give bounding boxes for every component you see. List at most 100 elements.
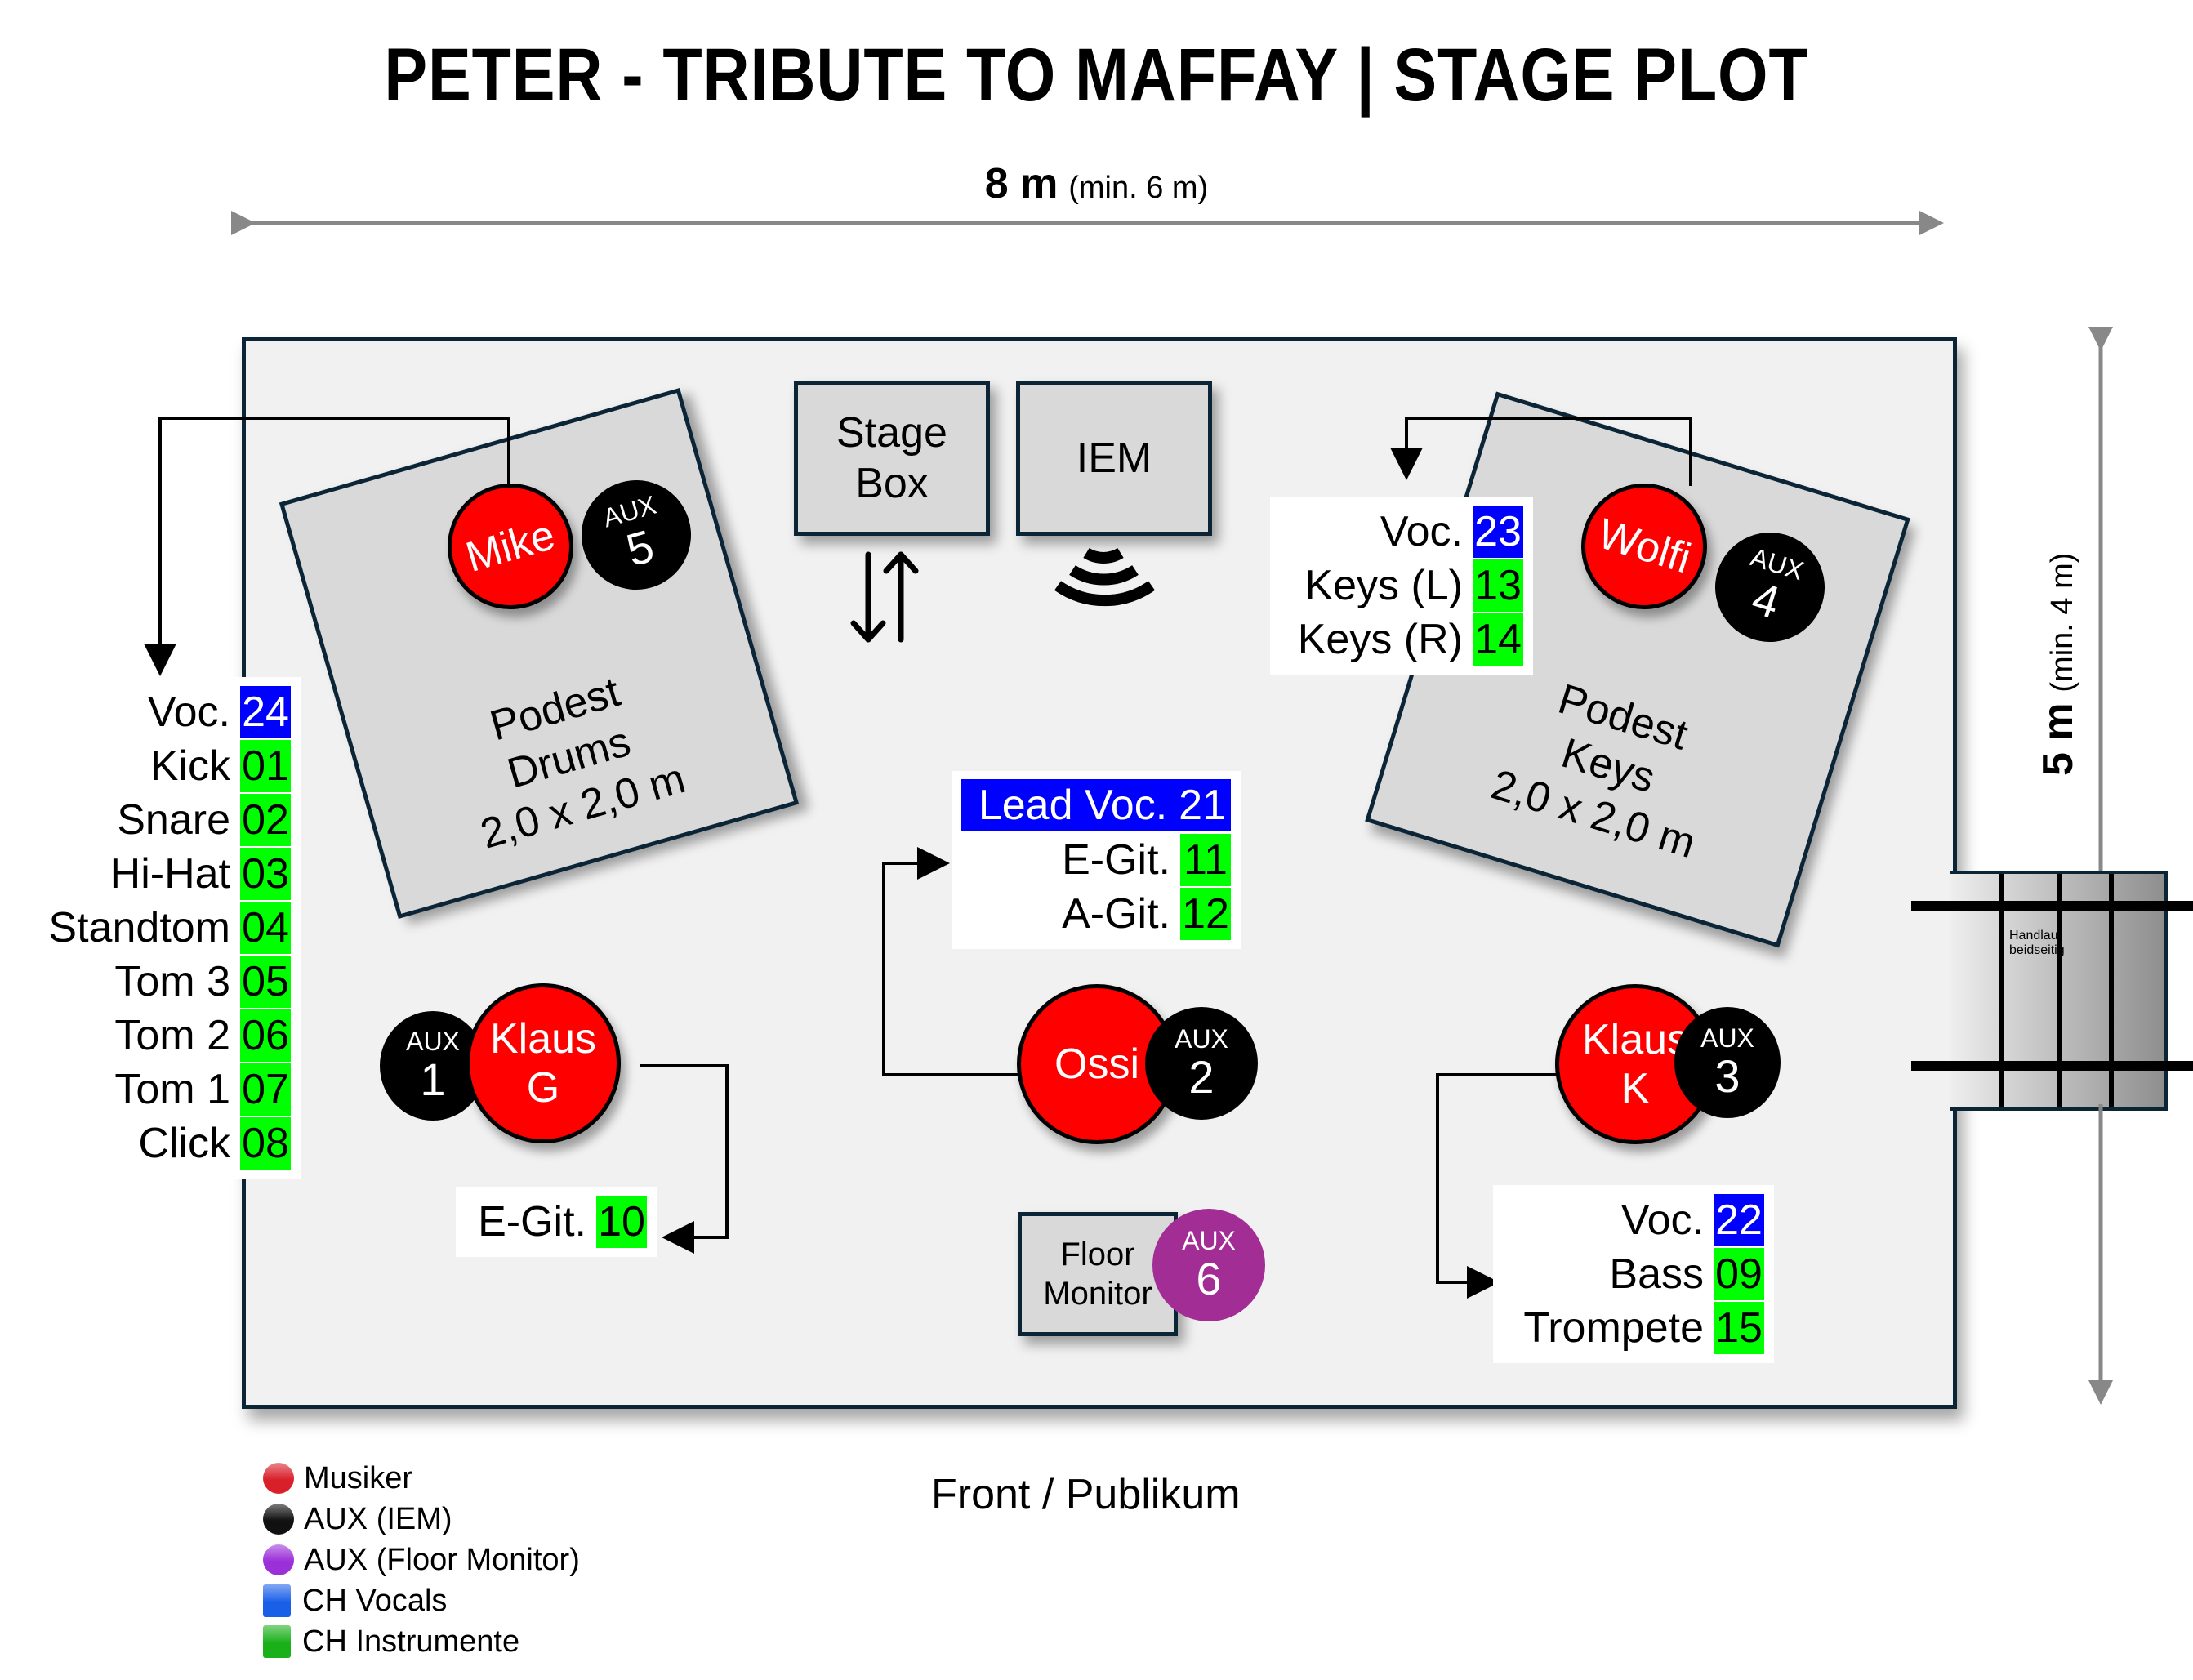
handrail-bar-bottom xyxy=(1911,1061,2193,1071)
channel-name: Voc. xyxy=(1620,1196,1704,1244)
aux-label: AUX xyxy=(406,1027,460,1056)
channel-name: Tom 3 xyxy=(114,958,230,1005)
channel-name: E-Git. xyxy=(478,1198,586,1246)
legend-label: AUX (Floor Monitor) xyxy=(304,1542,580,1577)
musician-initial: G xyxy=(526,1064,560,1112)
musician-initial: K xyxy=(1620,1065,1650,1112)
connector-wolfi-channels xyxy=(1390,417,1692,486)
stairs-handrail xyxy=(1950,871,2168,1111)
channel-number-instrument: 12 xyxy=(1180,888,1231,940)
channel-number-instrument: 04 xyxy=(240,902,291,954)
musician-name: Mike xyxy=(461,510,560,582)
channel-name: Lead Voc. xyxy=(978,782,1168,829)
musician-name: Wolfi xyxy=(1592,510,1696,583)
transfer-arrows-icon xyxy=(850,551,919,643)
channel-name: Voc. xyxy=(1380,508,1463,555)
floor-monitor-label-line1: Floor xyxy=(1060,1237,1135,1272)
channel-number-vocal: 24 xyxy=(240,686,291,738)
channel-name: Kick xyxy=(149,742,230,790)
channel-name: Keys (R) xyxy=(1297,616,1463,663)
legend-item: CH Instrumente xyxy=(263,1621,580,1662)
channel-name: Keys (L) xyxy=(1304,562,1463,609)
channel-number-instrument: 07 xyxy=(240,1063,291,1116)
legend-square-icon xyxy=(263,1584,291,1617)
aux-number: 1 xyxy=(420,1054,446,1105)
channel-number-instrument: 13 xyxy=(1473,559,1523,612)
aux-number: 4 xyxy=(1746,572,1786,629)
legend-circle-icon xyxy=(263,1544,294,1575)
channel-number-instrument: 05 xyxy=(240,956,291,1008)
stair-step-divider xyxy=(2057,874,2062,1107)
iem-label: IEM xyxy=(1076,434,1152,482)
connector-klaus-g-channels xyxy=(640,1064,729,1254)
channel-name: Tom 1 xyxy=(114,1066,230,1113)
floor-monitor: Floor Monitor xyxy=(1018,1212,1178,1336)
channel-name: Bass xyxy=(1609,1250,1704,1298)
connector-ossi-channels xyxy=(882,847,1021,1076)
legend-label: CH Vocals xyxy=(302,1583,448,1618)
legend-label: Musiker xyxy=(304,1460,413,1495)
aux-number: 3 xyxy=(1714,1050,1741,1102)
stage-width-min: (min. 6 m) xyxy=(1068,171,1209,205)
musician-name: Ossi xyxy=(1054,1041,1139,1088)
musician-klaus-g: Klaus G xyxy=(466,983,621,1143)
aux-label: AUX xyxy=(1700,1023,1754,1053)
channel-number-instrument: 01 xyxy=(240,740,291,792)
aux-number: 2 xyxy=(1188,1051,1215,1103)
aux-label: AUX xyxy=(1175,1024,1228,1054)
aux-number: 5 xyxy=(620,519,660,577)
front-audience-label: Front / Publikum xyxy=(931,1471,1241,1518)
channel-row: A-Git.12 xyxy=(961,887,1231,941)
floor-monitor-label-line2: Monitor xyxy=(1043,1276,1152,1312)
channel-name: Voc. xyxy=(147,688,230,736)
stage-box-label-line2: Box xyxy=(855,460,929,507)
handrail-label: Handlauf beidseitig xyxy=(2009,929,2184,958)
channel-number-vocal: 23 xyxy=(1473,506,1523,558)
channel-number-instrument: 10 xyxy=(596,1196,647,1248)
stage-box: Stage Box xyxy=(794,381,990,536)
legend-label: AUX (IEM) xyxy=(304,1501,452,1536)
legend-item: Musiker xyxy=(263,1458,580,1499)
channel-number-instrument: 06 xyxy=(240,1009,291,1062)
channel-number-instrument: 15 xyxy=(1714,1302,1764,1354)
legend-item: AUX (IEM) xyxy=(263,1499,580,1540)
musician-name: Klaus xyxy=(489,1015,597,1063)
channel-list-klaus-g: E-Git.10 xyxy=(456,1187,657,1257)
handrail-label-line2: beidseitig xyxy=(2009,943,2065,957)
iem-transmitter: IEM xyxy=(1016,381,1212,536)
legend-item: AUX (Floor Monitor) xyxy=(263,1540,580,1580)
channel-number-instrument: 14 xyxy=(1473,613,1523,666)
legend-circle-icon xyxy=(263,1504,294,1535)
musician-ossi: Ossi xyxy=(1017,984,1177,1144)
channel-name: Click xyxy=(138,1120,230,1167)
legend-label: CH Instrumente xyxy=(302,1624,520,1659)
connector-mike-channels xyxy=(144,417,510,676)
stage-width-label: 8 m (min. 6 m) xyxy=(0,159,2193,208)
musician-mike: Mike xyxy=(448,484,573,609)
handrail-label-line1: Handlauf xyxy=(2009,929,2062,942)
aux-label: AUX xyxy=(1182,1226,1236,1255)
legend-square-icon xyxy=(263,1625,291,1658)
musician-name: Klaus xyxy=(1581,1016,1689,1063)
page-title: PETER - TRIBUTE TO MAFFAY | STAGE PLOT xyxy=(384,33,1809,117)
legend-circle-icon xyxy=(263,1463,294,1494)
channel-name: E-Git. xyxy=(1062,836,1170,884)
connector-klaus-k-channels xyxy=(1436,1073,1558,1299)
stage-box-label-line1: Stage xyxy=(836,409,947,457)
channel-number-instrument: 08 xyxy=(240,1117,291,1170)
channel-name: Hi-Hat xyxy=(109,850,230,898)
channel-number-instrument: 03 xyxy=(240,848,291,900)
legend-item: CH Vocals xyxy=(263,1580,580,1621)
